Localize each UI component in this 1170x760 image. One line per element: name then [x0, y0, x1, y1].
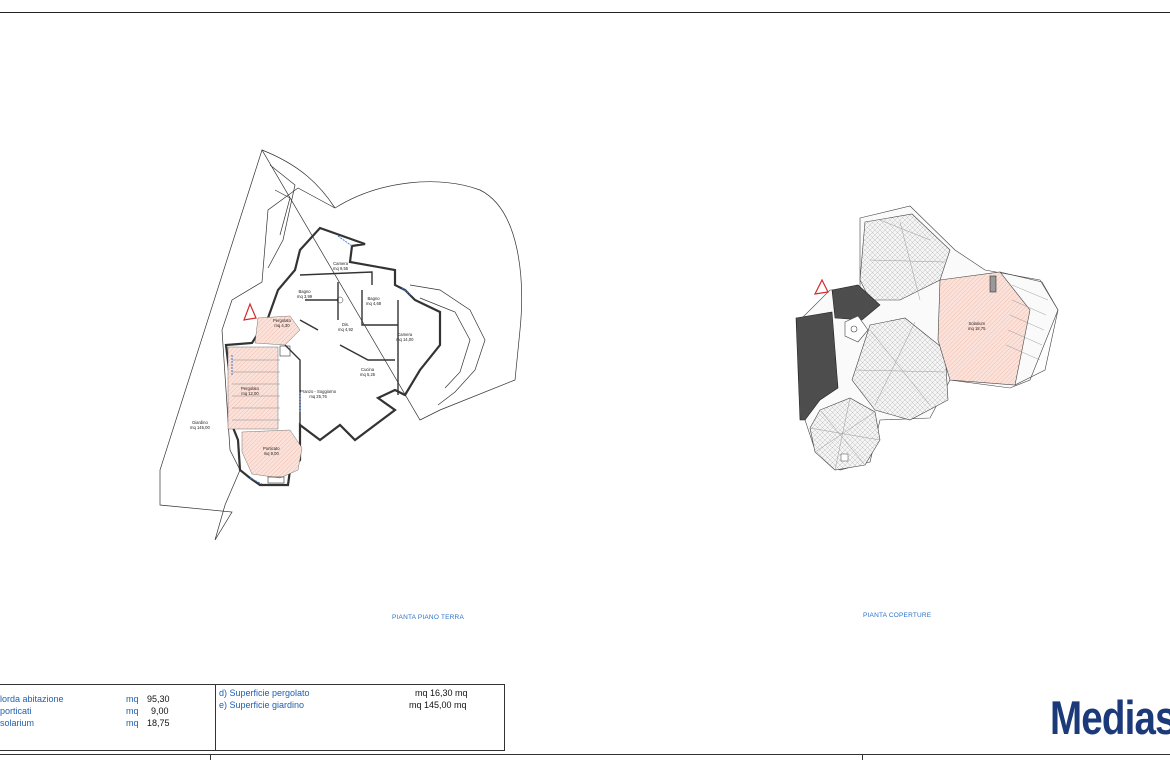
sheet-border-top [0, 12, 1170, 13]
room-name: Cucina [361, 367, 375, 372]
room-dis: Dis. mq 4,92 [338, 322, 353, 332]
caption-roof: PIANTA COPERTURE [863, 612, 932, 619]
room-name: Camera [397, 332, 413, 337]
room-porticato: Porticato mq 9,00 [263, 446, 280, 456]
legend-label-pergolato: d) Superficie pergolato [219, 688, 310, 698]
room-name: Camera [333, 261, 349, 266]
legend-value-porticati: 9,00 [151, 706, 169, 716]
title-block-line [0, 754, 1170, 755]
room-name: Bagno [367, 296, 380, 301]
room-pranzo-soggiorno: Pranzo - Soggiorno mq 25,76 [300, 389, 336, 399]
legend-label-abitazione: lorda abitazione [0, 694, 64, 704]
legend-label-porticati: porticati [0, 706, 32, 716]
legend-value-abitazione: 95,30 [147, 694, 170, 704]
room-area: mq 145,00 [190, 425, 210, 430]
legend-value-solarium: 18,75 [147, 718, 170, 728]
room-name: Porticato [263, 446, 280, 451]
room-area: mq 12,00 [241, 391, 259, 396]
room-area: mq 9,55 [333, 266, 349, 271]
room-bagno-1: Bagno mq 3,99 [297, 289, 312, 299]
room-area: mq 4,30 [274, 323, 290, 328]
room-name: Pranzo - Soggiorno [300, 389, 337, 394]
room-name: Pergolato [273, 318, 291, 323]
room-name: Giardino [191, 420, 208, 425]
room-pergolato-2: Pergolato mq 12,00 [241, 386, 259, 396]
room-area: mq 5,25 [360, 372, 376, 377]
garden-boundary [159, 149, 522, 541]
legend-label-solarium: solarium [0, 718, 35, 728]
room-name: Pergolato [241, 386, 259, 391]
house-walls [224, 226, 442, 487]
room-area: mq 9,00 [263, 451, 279, 456]
room-name: Solarium [968, 321, 985, 326]
ground-floor-plan [159, 149, 522, 541]
roof-plan [795, 205, 1059, 471]
room-area: mq 3,99 [297, 294, 313, 299]
room-pergolato-1: Pergolato mq 4,30 [273, 318, 291, 328]
room-camera-2: Camera mq 14,00 [396, 332, 413, 342]
title-block-tick [210, 754, 211, 760]
north-marker-right [813, 278, 829, 295]
brand-logo: Mediasa [1050, 691, 1170, 744]
legend-unit-abitazione: mq [126, 694, 139, 704]
legend-divider [215, 685, 216, 751]
room-name: Bagno [298, 289, 311, 294]
room-giardino: Giardino mq 145,00 [190, 420, 210, 430]
room-bagno-2: Bagno mq 4,68 [366, 296, 381, 306]
room-camera-1: Camera mq 9,55 [333, 261, 348, 271]
room-area: mq 14,00 [396, 337, 414, 342]
title-block-tick [862, 754, 863, 760]
area-legend: lorda abitazione mq 95,30 porticati mq 9… [0, 684, 505, 751]
legend-label-giardino: e) Superficie giardino [219, 700, 305, 710]
north-marker-left [243, 302, 257, 321]
room-area: mq 4,92 [338, 327, 354, 332]
caption-ground-floor: PIANTA PIANO TERRA [392, 614, 464, 621]
room-name: Dis. [341, 322, 350, 327]
room-area: mq 4,68 [366, 301, 382, 306]
legend-value-pergolato: mq 16,30 mq [415, 688, 468, 698]
legend-value-giardino: mq 145,00 mq [409, 700, 467, 710]
room-area: mq 25,76 [309, 394, 327, 399]
room-area: mq 18,75 [968, 326, 986, 331]
room-cucina: Cucina mq 5,25 [360, 367, 375, 377]
legend-unit-porticati: mq [126, 706, 139, 716]
room-solarium: Solarium mq 18,75 [968, 321, 985, 331]
legend-unit-solarium: mq [126, 718, 139, 728]
